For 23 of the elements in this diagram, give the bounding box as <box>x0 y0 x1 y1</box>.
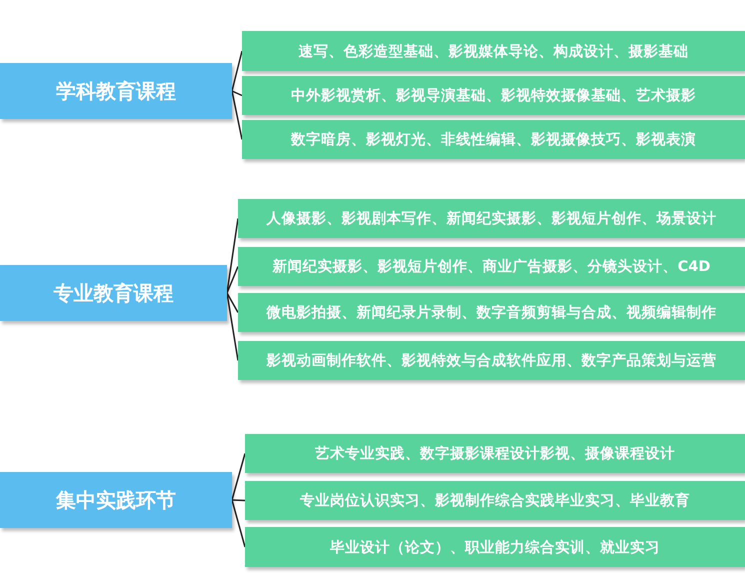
category-box: 学科教育课程 <box>0 63 232 119</box>
course-box: 毕业设计（论文）、职业能力综合实训、就业实习 <box>245 527 745 567</box>
course-box: 影视动画制作软件、影视特效与合成软件应用、数字产品策划与运营 <box>238 341 745 380</box>
connector-line <box>232 90 242 96</box>
connector-line <box>231 90 243 140</box>
category-box: 专业教育课程 <box>0 265 227 321</box>
connector-line <box>226 266 239 294</box>
connector-line <box>231 50 243 92</box>
course-box: 艺术专业实践、数字摄影课程设计影视、摄像课程设计 <box>245 434 745 473</box>
course-box: 数字暗房、影视灯光、非线性编辑、影视摄像技巧、影视表演 <box>242 120 745 159</box>
connector-line <box>226 218 239 294</box>
course-box: 中外影视赏析、影视导演基础、影视特效摄像基础、艺术摄影 <box>242 76 745 115</box>
course-box: 微电影拍摄、新闻纪录片录制、数字音频剪辑与合成、视频编辑制作 <box>238 293 745 332</box>
connector-line <box>226 292 239 313</box>
connector-line <box>226 292 239 361</box>
course-box: 速写、色彩造型基础、影视媒体导论、构成设计、摄影基础 <box>242 31 745 71</box>
connector-line <box>231 453 246 500</box>
category-box: 集中实践环节 <box>0 472 232 528</box>
course-box: 专业岗位认识实习、影视制作综合实践毕业实习、毕业教育 <box>245 481 745 520</box>
connector-line <box>231 500 246 548</box>
connector-line <box>232 499 246 502</box>
course-box: 新闻纪实摄影、影视短片创作、商业广告摄影、分镜头设计、C4D <box>238 247 745 286</box>
course-box: 人像摄影、影视剧本写作、新闻纪实摄影、影视短片创作、场景设计 <box>238 199 745 238</box>
